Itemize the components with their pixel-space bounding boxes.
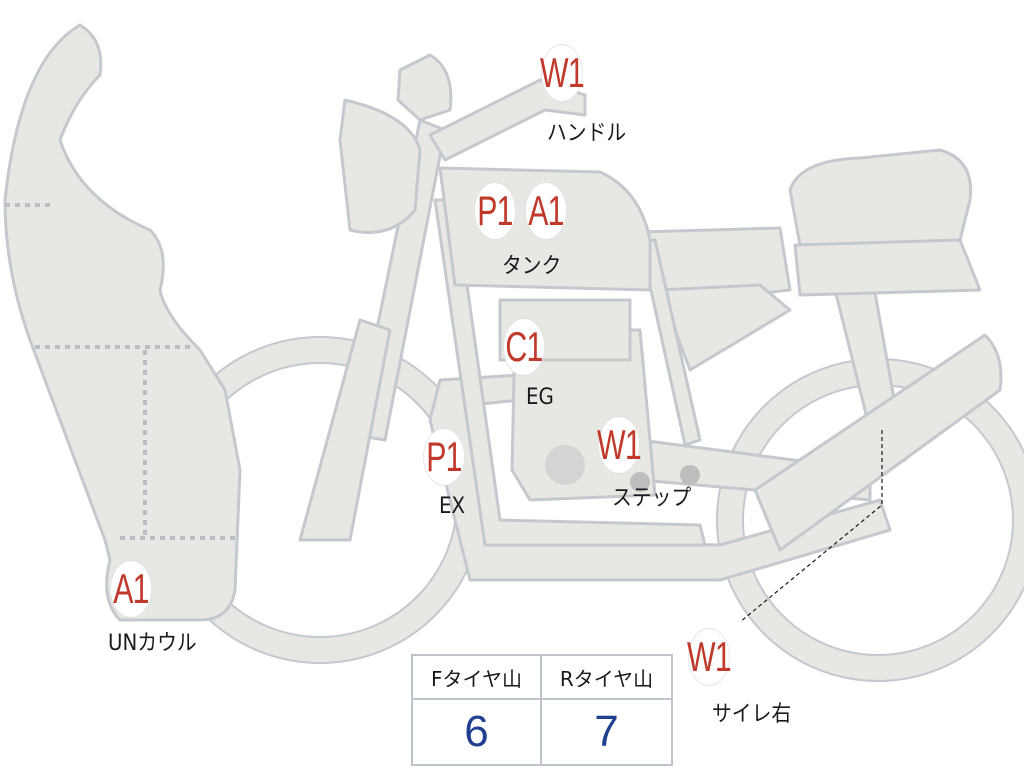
exhaust-label: EX xyxy=(439,494,466,519)
handle-label: ハンドル xyxy=(547,121,627,146)
front-tread-header: Fタイヤ山 xyxy=(413,656,542,700)
tank-p-code-badge: P1 xyxy=(474,182,516,240)
exhaust-code-badge: P1 xyxy=(423,428,465,486)
rear-tread-value: 7 xyxy=(594,707,619,756)
under-cowl-code-badge: A1 xyxy=(110,560,152,618)
front-tread-value: 6 xyxy=(413,700,542,764)
handle-code-badge: W1 xyxy=(540,44,585,102)
step-label: ステップ xyxy=(612,486,692,511)
under-cowl-label: UNカウル xyxy=(108,631,197,656)
tank-a-code-badge: A1 xyxy=(525,182,567,240)
muffler xyxy=(753,333,1003,552)
tire-tread-table: Fタイヤ山 Rタイヤ山 6 7 xyxy=(411,654,673,766)
seat xyxy=(788,148,973,252)
front-cowl xyxy=(3,23,242,622)
handlebar xyxy=(428,78,587,162)
tank-label: タンク xyxy=(502,254,562,279)
engine-code-badge: C1 xyxy=(503,318,545,376)
silencer-label: サイレ右 xyxy=(712,702,792,727)
rear-tread-header: Rタイヤ山 xyxy=(542,656,671,700)
silencer-code-badge: W1 xyxy=(687,628,732,686)
step-code-badge: W1 xyxy=(597,416,642,474)
engine-label: EG xyxy=(526,385,554,410)
